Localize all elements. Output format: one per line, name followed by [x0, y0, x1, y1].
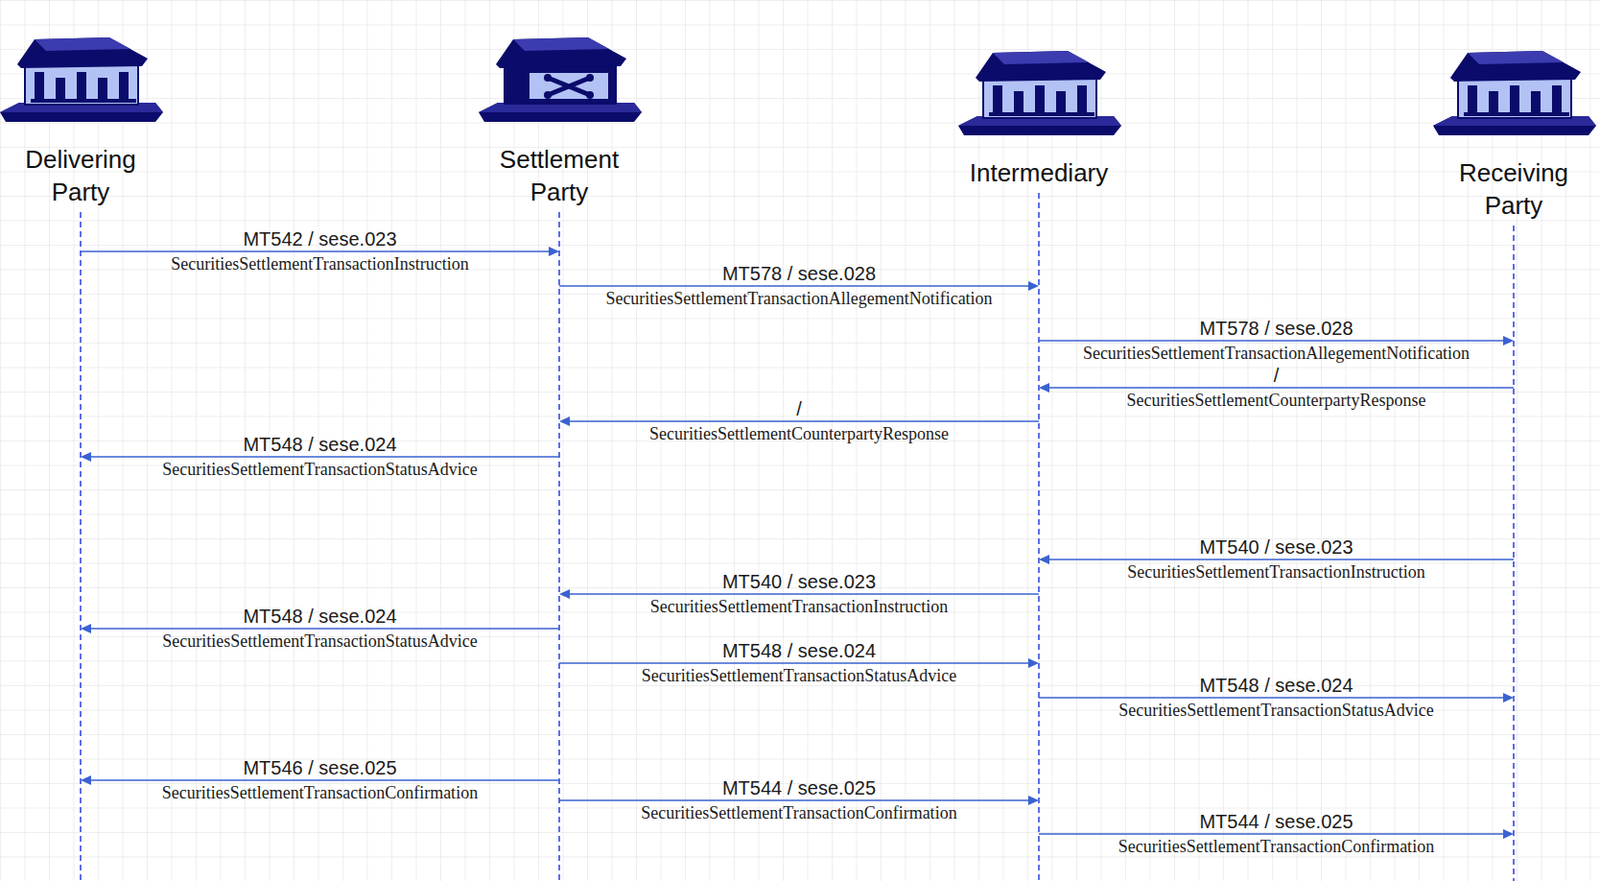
lifeline: [1512, 225, 1515, 881]
party-node: Settlement Party: [474, 35, 644, 209]
party-name: Receiving Party: [1436, 156, 1591, 222]
party-name: Intermediary: [962, 156, 1116, 189]
bank-icon: [0, 35, 165, 124]
message-label: MT548 / sese.024 SecuritiesSettlementTra…: [160, 431, 480, 482]
message-label: MT540 / sese.023 SecuritiesSettlementTra…: [1125, 534, 1428, 585]
message-label: / SecuritiesSettlementCounterpartyRespon…: [1125, 362, 1429, 413]
party-name: Delivering Party: [3, 142, 158, 209]
message-label: MT544 / sese.025 SecuritiesSettlementTra…: [638, 775, 960, 825]
message-label: MT548 / sese.024 SecuritiesSettlementTra…: [639, 637, 960, 688]
message-label: MT542 / sese.023 SecuritiesSettlementTra…: [168, 226, 471, 277]
message-label: MT544 / sese.025 SecuritiesSettlementTra…: [1116, 808, 1437, 859]
party-name: Settlement Party: [482, 142, 636, 209]
message-label: MT548 / sese.024 SecuritiesSettlementTra…: [160, 603, 480, 654]
message-label: MT578 / sese.028 SecuritiesSettlementTra…: [603, 260, 995, 311]
lifeline: [1037, 192, 1040, 881]
bank-icon: [954, 48, 1124, 138]
message-label: MT540 / sese.023 SecuritiesSettlementTra…: [648, 568, 951, 619]
message-label: / SecuritiesSettlementCounterpartyRespon…: [647, 396, 951, 447]
message-label: MT546 / sese.025 SecuritiesSettlementTra…: [160, 754, 481, 805]
party-node: Receiving Party: [1429, 48, 1599, 222]
party-node: Delivering Party: [0, 35, 165, 209]
message-label: MT578 / sese.028 SecuritiesSettlementTra…: [1081, 315, 1473, 366]
party-node: Intermediary: [954, 48, 1124, 189]
message-label: MT548 / sese.024 SecuritiesSettlementTra…: [1116, 672, 1436, 723]
bank-icon: [1429, 48, 1599, 138]
bank-icon: [474, 35, 644, 124]
lifeline: [79, 211, 82, 881]
